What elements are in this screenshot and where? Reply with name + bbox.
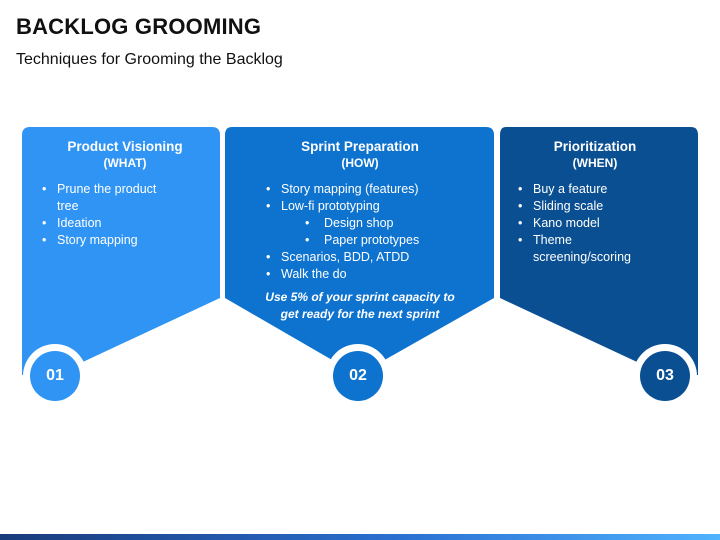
list-item: Low-fi prototyping xyxy=(264,198,475,215)
list-item: Sliding scale xyxy=(516,198,680,215)
list-item: Theme screening/scoring xyxy=(516,232,643,266)
card-2-number: 02 xyxy=(349,367,367,384)
card-1-title: Product Visioning xyxy=(67,139,183,154)
card-1-number: 01 xyxy=(46,367,64,384)
list-item: Walk the do xyxy=(264,266,475,283)
number-circle-3 xyxy=(633,344,697,408)
card-2-subtitle: (HOW) xyxy=(341,156,379,170)
card-2-note: Use 5% of your sprint capacity to get re… xyxy=(265,290,455,321)
card-1-content: Product Visioning (WHAT) Prune the produ… xyxy=(40,138,210,249)
list-item: Design shop xyxy=(264,215,475,232)
list-item: Story mapping (features) xyxy=(264,181,475,198)
list-item: Buy a feature xyxy=(516,181,680,198)
list-item: Kano model xyxy=(516,215,680,232)
card-3-content: Prioritization (WHEN) Buy a feature Slid… xyxy=(510,138,680,266)
list-item: Paper prototypes xyxy=(264,232,475,249)
card-1-list: Prune the product tree Ideation Story ma… xyxy=(40,181,210,249)
list-item: Ideation xyxy=(40,215,210,232)
card-3-number: 03 xyxy=(656,367,674,384)
card-2-list: Story mapping (features) Low-fi prototyp… xyxy=(264,181,475,283)
number-circle-1 xyxy=(23,344,87,408)
list-item: Scenarios, BDD, ATDD xyxy=(264,249,475,266)
card-2-title: Sprint Preparation xyxy=(301,139,419,154)
number-circle-2 xyxy=(326,344,390,408)
card-3-subtitle: (WHEN) xyxy=(572,156,618,170)
bottom-accent-bar xyxy=(0,534,720,540)
slide-title: BACKLOG GROOMING xyxy=(16,14,262,39)
list-item: Story mapping xyxy=(40,232,210,249)
card-2-content: Sprint Preparation (HOW) Story mapping (… xyxy=(245,138,475,323)
card-3-list: Buy a feature Sliding scale Kano model T… xyxy=(516,181,680,266)
card-1-subtitle: (WHAT) xyxy=(103,156,147,170)
slide-subtitle: Techniques for Grooming the Backlog xyxy=(16,51,283,68)
list-item: Prune the product tree xyxy=(40,181,167,215)
card-3-title: Prioritization xyxy=(553,139,637,154)
